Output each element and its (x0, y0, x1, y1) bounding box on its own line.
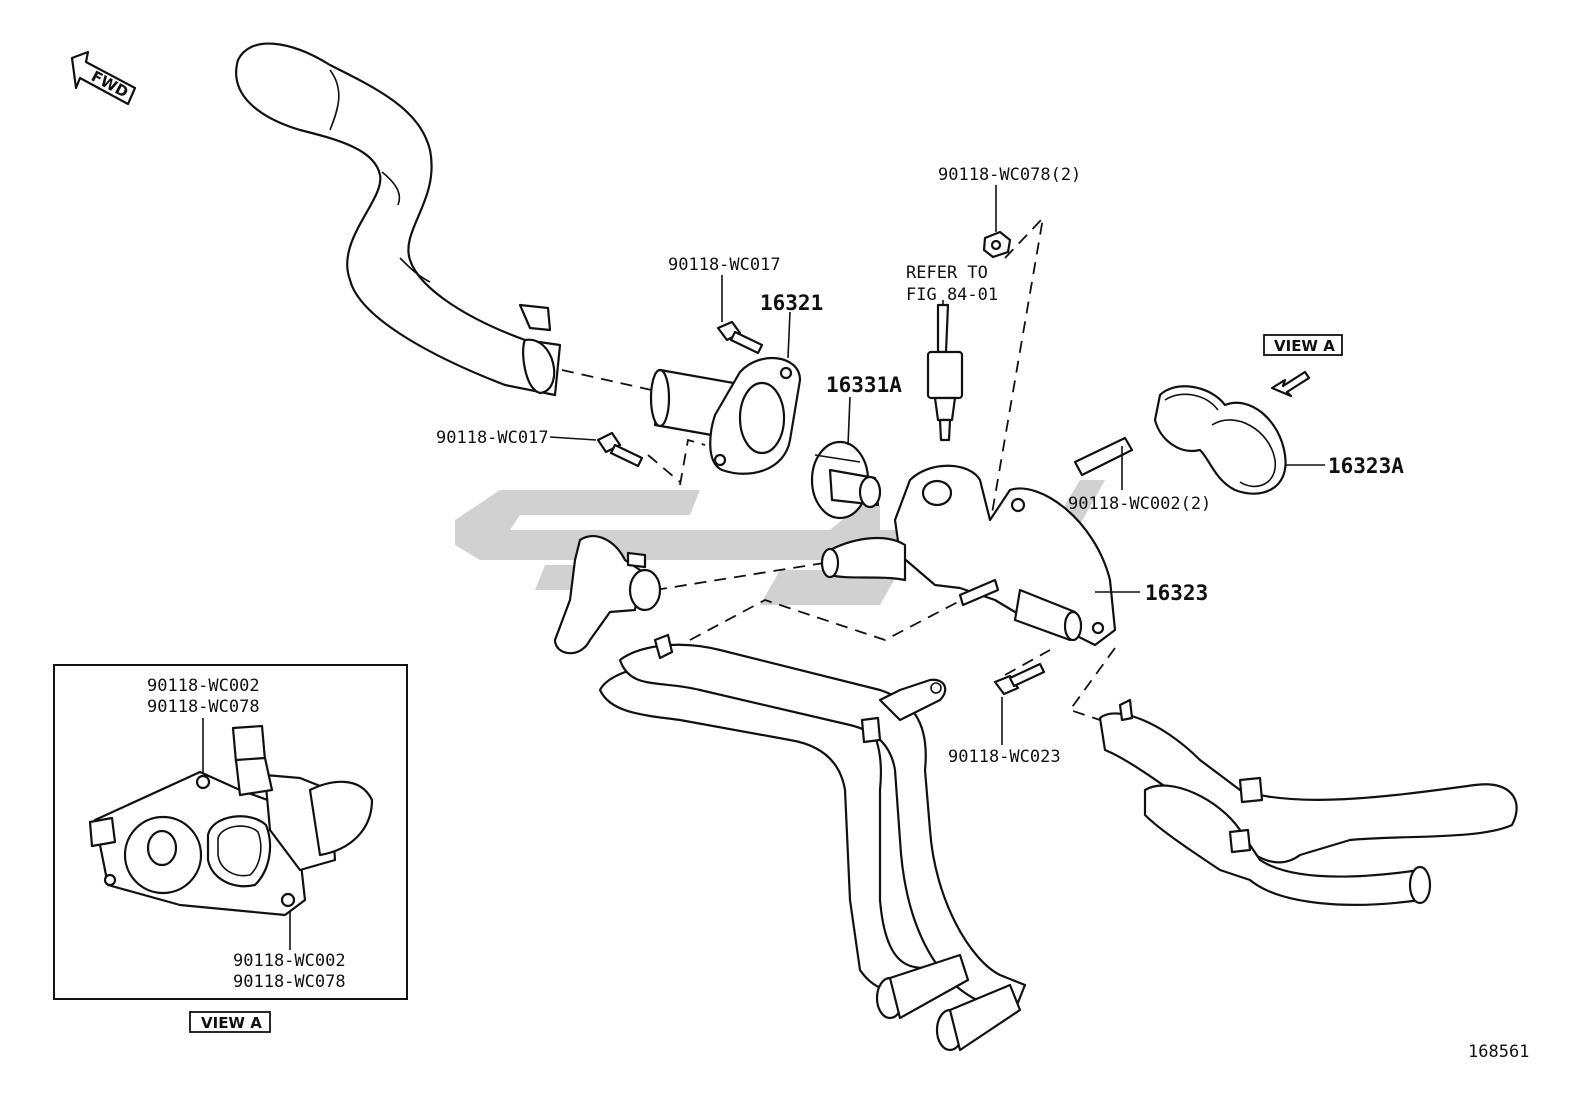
label-90118-wc002-2: 90118-WC002(2) (1068, 494, 1211, 514)
label-90118-wc023: 90118-WC023 (948, 747, 1061, 767)
nut-wc078 (982, 230, 1012, 259)
inset-label-wc002-top: 90118-WC002 (147, 676, 260, 696)
label-16323: 16323 (1145, 581, 1208, 605)
stud-wc002 (1073, 436, 1134, 477)
label-90118-wc017-left: 90118-WC017 (436, 428, 549, 448)
fwd-arrow-icon: FWD (70, 50, 137, 106)
assembly-dash-lines (561, 215, 1116, 721)
inset-label-wc078-top: 90118-WC078 (147, 697, 260, 717)
label-90118-wc017-top: 90118-WC017 (668, 255, 781, 275)
label-refer-fig: FIG 84-01 (906, 285, 998, 305)
leader-lines (549, 185, 1325, 745)
temperature-sensor (926, 303, 964, 442)
label-16323A: 16323A (1328, 454, 1404, 478)
figure-number: 168561 (1468, 1042, 1529, 1062)
bolt-wc023 (993, 662, 1046, 696)
gasket-16323A (1153, 385, 1287, 495)
water-pipe-assembly (598, 633, 1027, 1052)
view-a-caption: VIEW A (201, 1014, 262, 1032)
label-16331A: 16331A (826, 373, 902, 397)
view-a-tag-top: VIEW A (1263, 334, 1343, 356)
upper-hose (235, 42, 562, 397)
thermostat-16331A (810, 440, 882, 520)
thermostat-housing-16323 (820, 464, 1117, 647)
water-inlet-16321 (649, 357, 802, 475)
bypass-hose (553, 534, 662, 655)
fwd-label: FWD (88, 67, 131, 101)
inset-label-wc078-bottom: 90118-WC078 (233, 972, 346, 992)
view-a-arrow-icon (1270, 370, 1311, 398)
water-bypass-pipe-right (1098, 698, 1518, 906)
label-refer-to: REFER TO (906, 263, 988, 283)
bolt-wc017-left (596, 431, 644, 468)
label-90118-wc078-2: 90118-WC078(2) (938, 165, 1081, 185)
view-a-label-top: VIEW A (1274, 337, 1335, 355)
inset-label-wc002-bottom: 90118-WC002 (233, 951, 346, 971)
label-16321: 16321 (760, 291, 823, 315)
bolt-wc017-top (716, 320, 764, 355)
view-a-inset: 90118-WC002 90118-WC078 90118-WC002 9011… (53, 664, 408, 1033)
